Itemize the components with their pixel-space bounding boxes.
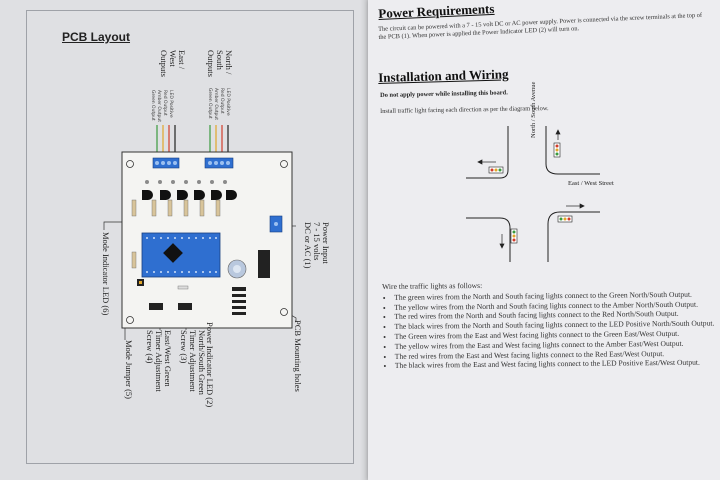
- wiring-list: The green wires from the North and South…: [382, 289, 717, 371]
- mode-jumper-label: Mode Jumper (5): [124, 340, 134, 400]
- power-input-label: Power Input 7 - 15 volts DC or AC (1): [303, 222, 331, 269]
- pcb-frame: [26, 10, 354, 464]
- ew-street-label: East / West Street: [568, 180, 614, 187]
- ns-avenue-label: North / South Avenue: [530, 81, 537, 138]
- pcb-diagram: [103, 125, 297, 340]
- pcb-mounting-holes-label: PCB Mounting holes: [293, 320, 303, 392]
- wiring-instructions: Wire the traffic lights as follows: The …: [382, 279, 717, 372]
- right-page: Power Requirements The circuit can be po…: [368, 0, 720, 480]
- list-item: The black wires from the East and West f…: [395, 358, 717, 371]
- mode-indicator-led-label: Mode Indicator LED (6): [101, 232, 111, 316]
- power-requirements-heading: Power Requirements: [378, 0, 495, 21]
- no-power-warning: Do not apply power while installing this…: [380, 89, 508, 99]
- ew-green-timer-label: East/West Green Timer Adjustment Screw (…: [145, 330, 173, 392]
- pcb-layout-title: PCB Layout: [62, 30, 131, 44]
- left-page: PCB Layout East / West Outputs North / S…: [0, 0, 368, 480]
- installation-wiring-heading: Installation and Wiring: [378, 66, 509, 85]
- ns-green-timer-label: North/South Green Timer Adjustment Screw…: [179, 330, 207, 395]
- intersection-diagram: [466, 126, 600, 262]
